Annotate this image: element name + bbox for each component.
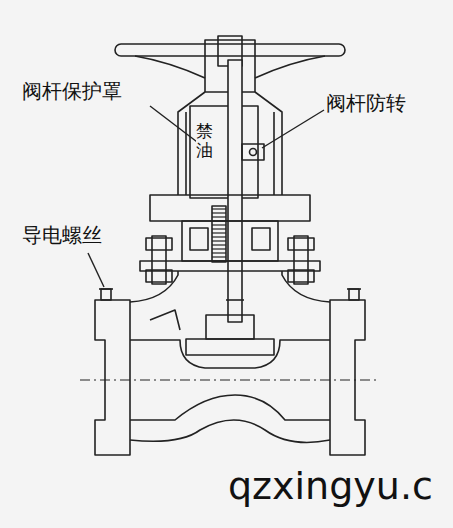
stem-thread	[212, 206, 226, 262]
conductive-screw	[101, 289, 111, 300]
valve-body	[130, 420, 330, 442]
part-label: 阀杆防转	[326, 92, 406, 114]
leader-line	[88, 253, 104, 287]
valve-body	[130, 271, 330, 302]
part-label: 阀杆保护罩	[22, 80, 122, 102]
disc-seat	[186, 339, 274, 355]
nut	[288, 238, 314, 250]
disc	[206, 315, 254, 339]
valve-body-bore	[130, 340, 330, 368]
right-flange	[330, 300, 365, 455]
watermark: qzxingyu.c	[228, 466, 433, 508]
valve-body-bore	[130, 395, 330, 420]
valve-stem	[228, 60, 242, 322]
conductive-screw	[349, 289, 359, 300]
conductive-screw	[99, 288, 113, 290]
anti-rotation-screw	[250, 149, 257, 156]
anti-rotation-block	[242, 144, 264, 160]
stem-collar	[226, 299, 244, 301]
body-flange	[140, 261, 320, 271]
left-flange	[95, 300, 130, 455]
handwheel-rim	[115, 44, 345, 56]
centerline	[80, 380, 380, 381]
body-rib	[150, 310, 180, 330]
warning-text: 禁油	[196, 122, 213, 159]
bonnet-flange	[150, 195, 310, 221]
gland	[252, 228, 270, 250]
gland	[190, 228, 208, 250]
part-label: 导电螺丝	[22, 224, 102, 246]
packing-box	[182, 221, 278, 261]
leader-line	[262, 110, 324, 148]
nut	[146, 238, 172, 250]
bolt	[152, 236, 166, 284]
conductive-screw	[347, 288, 361, 290]
bolt	[294, 236, 308, 284]
stem-cover	[190, 106, 258, 198]
